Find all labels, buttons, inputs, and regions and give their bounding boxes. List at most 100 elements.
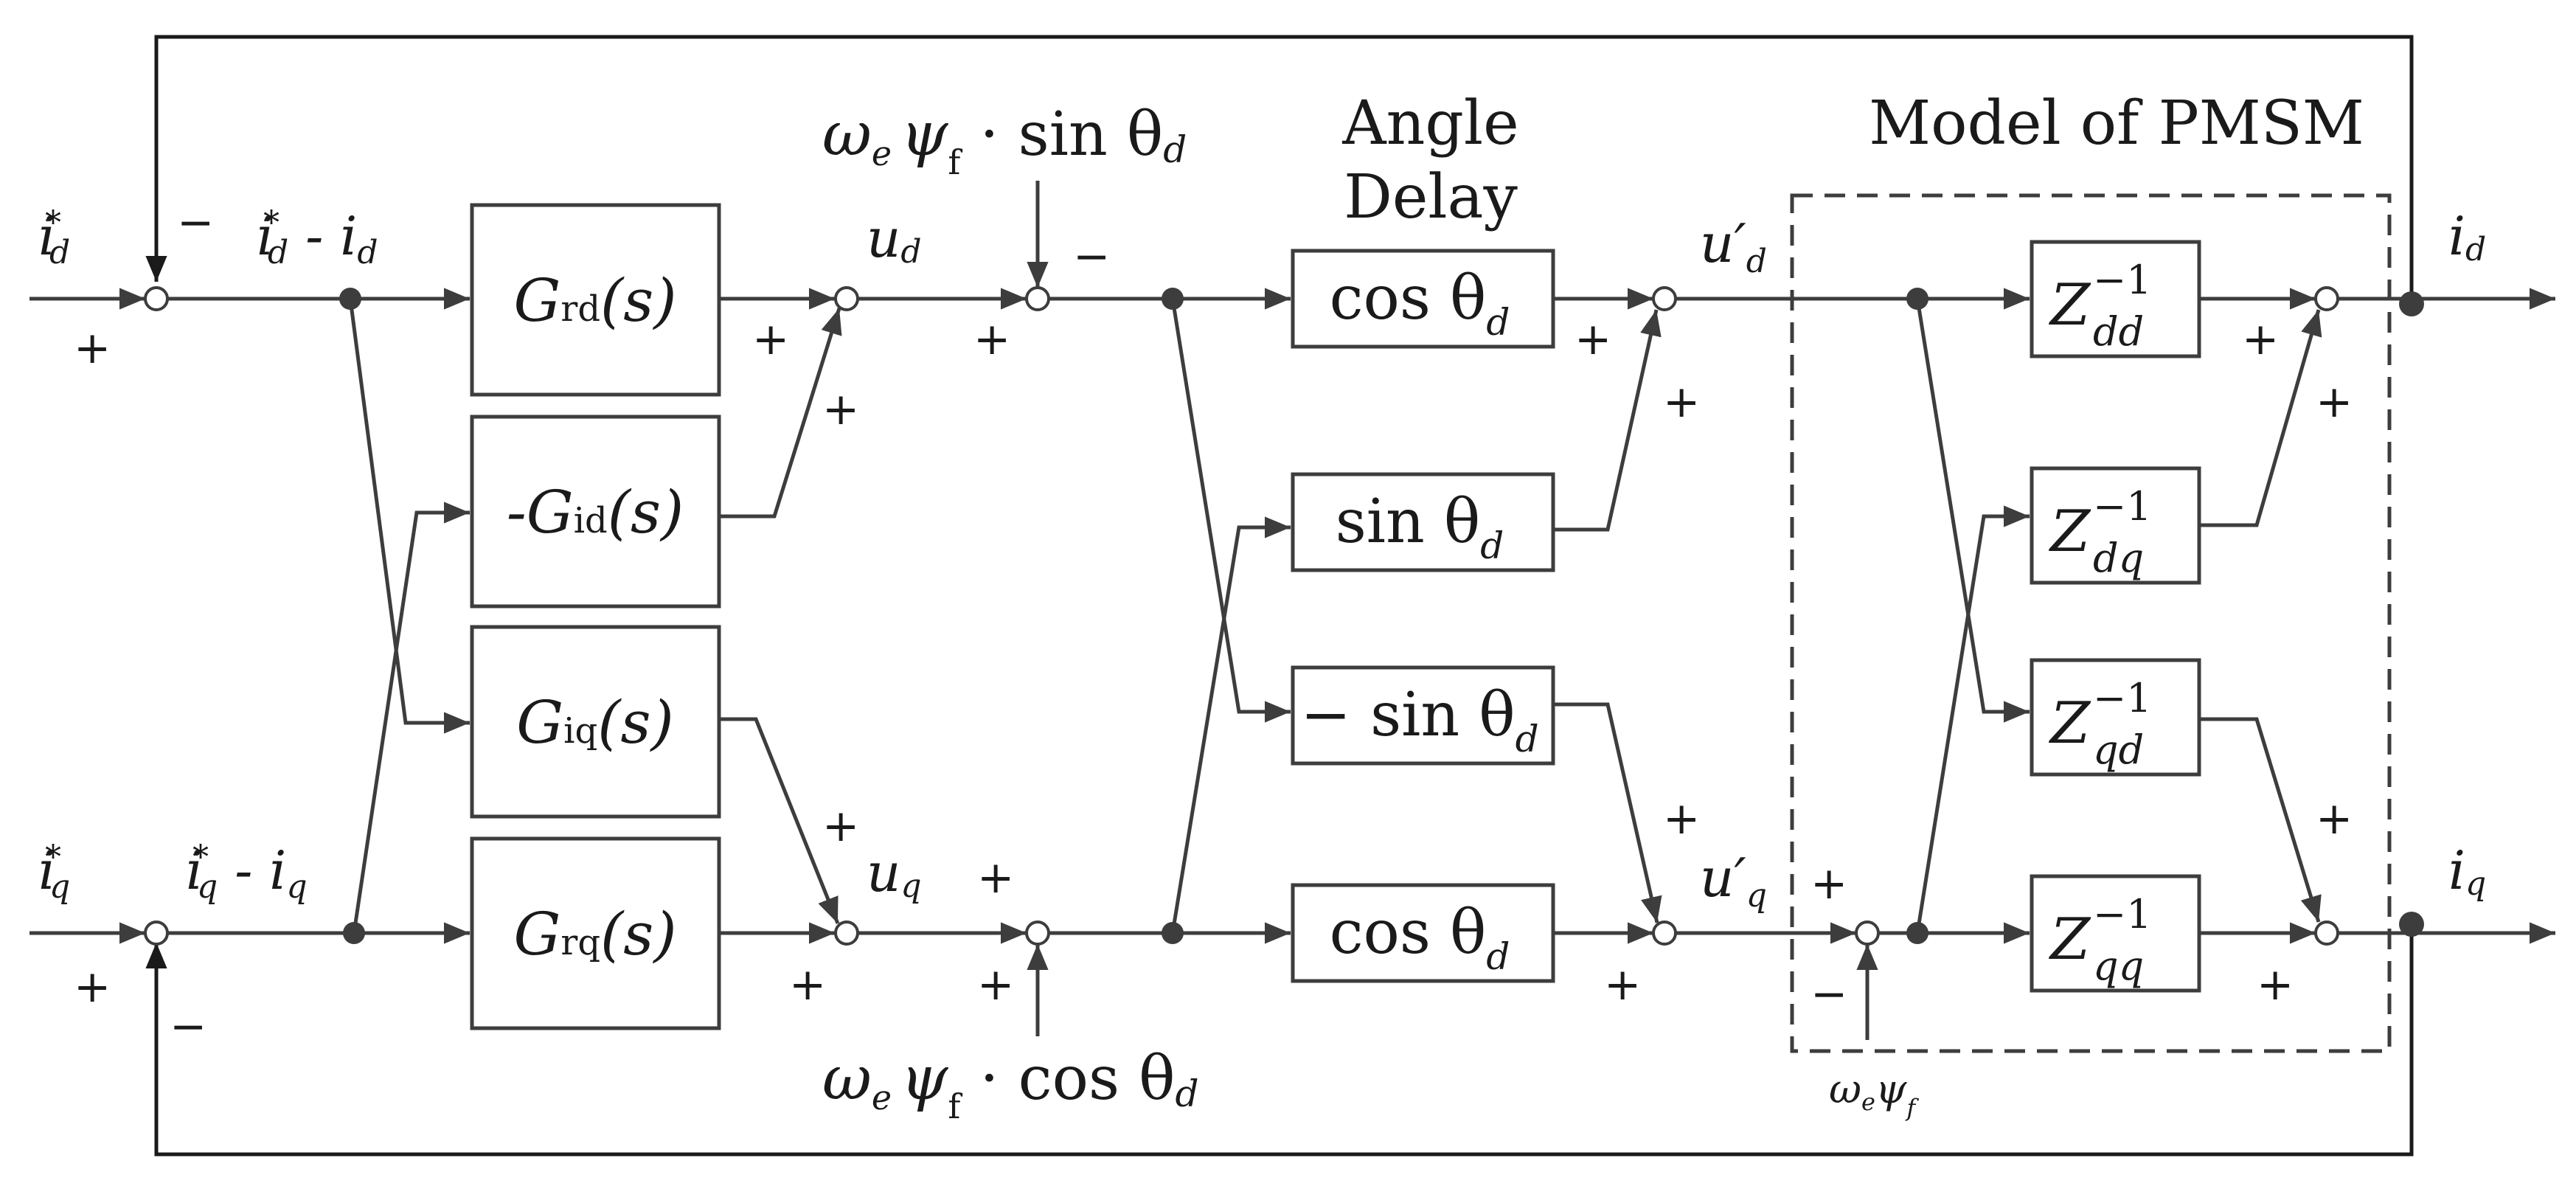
pmsm-model-boundary: [1790, 193, 2392, 1053]
label-iq-ref: i*q: [38, 839, 70, 906]
branch-uqp: [1906, 922, 1928, 944]
svg-text:Grq(s): Grq(s): [513, 900, 676, 968]
angle-delay-title-line1: Angle: [1341, 89, 1518, 159]
label-iq-out: iq: [2448, 839, 2486, 903]
block-sin-theta-d: sin θd: [1291, 472, 1555, 572]
svg-text:sin θd: sin θd: [1336, 487, 1504, 567]
branch-id: [2399, 291, 2424, 316]
label-id-out: id: [2448, 205, 2486, 268]
label-uq-prime: u′q: [1700, 847, 1767, 915]
label-ud-prime: u′d: [1700, 212, 1767, 280]
sum-d-error: [144, 286, 169, 311]
sum-ud-comp: [1025, 286, 1050, 311]
branch-err-d: [339, 288, 361, 310]
svg-text:+: +: [1663, 793, 1700, 845]
label-we-psif: ωeψf: [1829, 1066, 1919, 1122]
block-zdq: Z −1 dq: [2030, 466, 2201, 585]
svg-text:+: +: [2316, 376, 2353, 428]
sum-uq-comp: [1025, 921, 1050, 946]
block-giq: Giq(s): [470, 625, 721, 819]
block-cos-theta-d-q: cos θd: [1291, 883, 1555, 983]
svg-text:Giq(s): Giq(s): [516, 688, 673, 757]
svg-text:Z: Z: [2048, 690, 2091, 757]
pmsm-model-title: Model of PMSM: [1869, 89, 2364, 159]
gid-to-ud-line: [719, 308, 842, 519]
sin-to-udp-line: [1553, 309, 1662, 532]
svg-text:+: +: [2316, 793, 2353, 845]
sum-ud: [834, 286, 859, 311]
feedback-q-line: [145, 924, 2414, 1157]
sum-udp: [1652, 286, 1677, 311]
svg-text:+: +: [1663, 376, 1700, 428]
svg-text:−1: −1: [2093, 675, 2152, 721]
sum-id: [2314, 286, 2339, 311]
svg-text:+: +: [2257, 959, 2294, 1010]
summing-signs: + − + − + + + + + − + + + + + + + − + + …: [74, 197, 2353, 1053]
svg-text:+: +: [752, 313, 789, 365]
svg-text:−: −: [1811, 968, 1847, 1020]
svg-text:+: +: [977, 959, 1014, 1010]
zdq-to-id-line: [2199, 309, 2322, 527]
label-id-error: i*d - id: [257, 204, 378, 271]
svg-text:− sin θd: − sin θd: [1300, 680, 1538, 760]
msin-to-uqp-line: [1553, 702, 1662, 923]
svg-text:+: +: [1604, 959, 1641, 1010]
block-cos-theta-d: cos θd: [1291, 249, 1555, 349]
branch-iq: [2399, 912, 2424, 937]
svg-text:+: +: [1811, 858, 1847, 909]
label-id-ref: i*d: [38, 204, 70, 271]
svg-text:+: +: [822, 800, 859, 852]
label-iq-error: i*q - iq: [186, 839, 308, 906]
err-d-to-giq-line: [348, 298, 470, 734]
svg-text:Z: Z: [2048, 499, 2091, 565]
svg-text:+: +: [973, 313, 1010, 365]
svg-text:+: +: [74, 322, 111, 374]
block-zqq: Z −1 qq: [2030, 874, 2201, 993]
svg-text:cos θd: cos θd: [1330, 263, 1510, 344]
svg-text:Grd(s): Grd(s): [513, 266, 676, 335]
sum-q-error: [144, 921, 169, 946]
zqd-to-iq-line: [2199, 717, 2322, 923]
feedback-d-line: [145, 35, 2414, 299]
svg-text:+: +: [2242, 313, 2279, 365]
svg-text:+: +: [789, 959, 826, 1010]
udp-to-zqd-line: [1915, 298, 2030, 723]
svg-text:−: −: [170, 1001, 206, 1053]
svg-text:−: −: [177, 197, 214, 249]
svg-text:qd: qd: [2093, 727, 2144, 773]
sum-iq: [2314, 921, 2339, 946]
sum-uq-bemf: [1855, 921, 1880, 946]
svg-text:cos θd: cos θd: [1330, 898, 1510, 978]
block-zdd: Z −1 dd: [2030, 240, 2201, 358]
svg-text:dd: dd: [2093, 308, 2144, 355]
label-ud: ud: [867, 207, 922, 271]
svg-text:Z: Z: [2048, 906, 2091, 973]
svg-text:−1: −1: [2093, 257, 2152, 303]
uq-to-sin-line: [1170, 516, 1291, 934]
angle-delay-title-line2: Delay: [1344, 162, 1518, 232]
svg-text:+: +: [822, 384, 859, 435]
svg-text:qq: qq: [2093, 943, 2144, 989]
block-grd: Grd(s): [470, 203, 721, 397]
err-q-to-gid-line: [352, 502, 470, 934]
sum-uqp: [1652, 921, 1677, 946]
svg-text:Z: Z: [2048, 272, 2091, 339]
svg-text:−1: −1: [2093, 891, 2152, 937]
svg-text:+: +: [1575, 313, 1611, 365]
branch-ud: [1162, 288, 1184, 310]
svg-text:+: +: [977, 852, 1014, 904]
block-grq: Grq(s): [470, 836, 721, 1030]
uqp-to-zdq-line: [1915, 505, 2030, 934]
branch-err-q: [343, 922, 365, 944]
branch-uq: [1162, 922, 1184, 944]
svg-text:-Gid(s): -Gid(s): [507, 478, 684, 547]
ud-to-msin-line: [1170, 298, 1291, 723]
svg-text:+: +: [74, 961, 111, 1013]
svg-text:−1: −1: [2093, 483, 2152, 530]
svg-text:dq: dq: [2093, 535, 2144, 581]
sum-uq: [834, 921, 859, 946]
branch-udp: [1906, 288, 1928, 310]
